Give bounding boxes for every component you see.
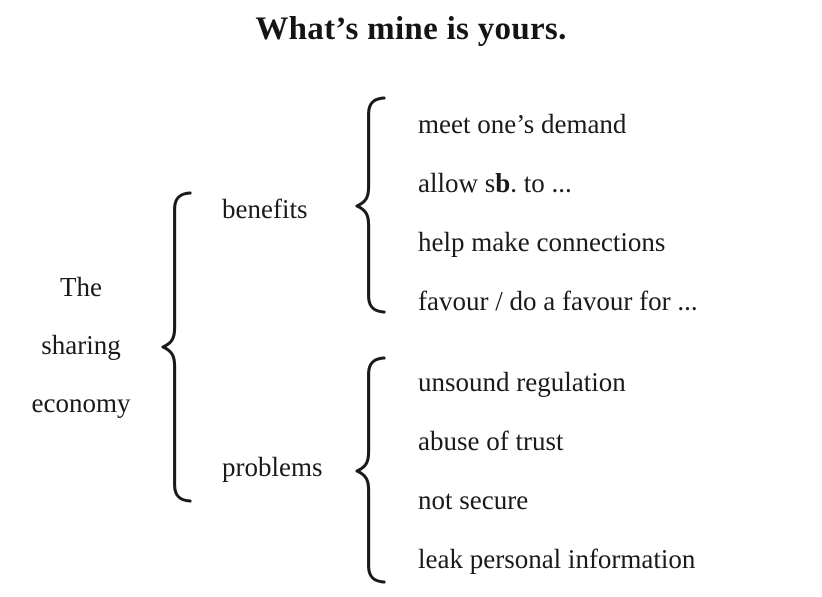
leaf-item-not-secure: not secure	[418, 485, 529, 515]
page-title: What’s mine is yours.	[255, 11, 567, 47]
branch-label-benefits: benefits	[222, 194, 308, 224]
leaf-item-favour-do-a-favour-for: favour / do a favour for ...	[418, 286, 698, 316]
leaf-item-unsound-regulation: unsound regulation	[418, 367, 626, 397]
root-label-line-2: sharing	[41, 330, 121, 360]
leaf-item-abuse-of-trust: abuse of trust	[418, 426, 564, 456]
brace-benefits-icon	[352, 95, 388, 314]
root-label-line-1: The	[60, 272, 102, 302]
root-label-line-3: economy	[31, 388, 131, 418]
brace-problems-icon	[352, 355, 388, 584]
leaf-item-allow-sb-to-emphasis: b	[495, 168, 511, 198]
leaf-item-meet-ones-demand: meet one’s demand	[418, 109, 627, 139]
branch-label-problems: problems	[222, 452, 323, 482]
root-node-label: The sharing economy	[0, 258, 162, 432]
leaf-item-help-make-connections: help make connections	[418, 227, 666, 257]
brace-root-icon	[160, 190, 196, 503]
leaf-item-allow-sb-to: allow sb. to ...	[418, 168, 572, 198]
leaf-item-leak-personal-information: leak personal information	[418, 544, 696, 574]
